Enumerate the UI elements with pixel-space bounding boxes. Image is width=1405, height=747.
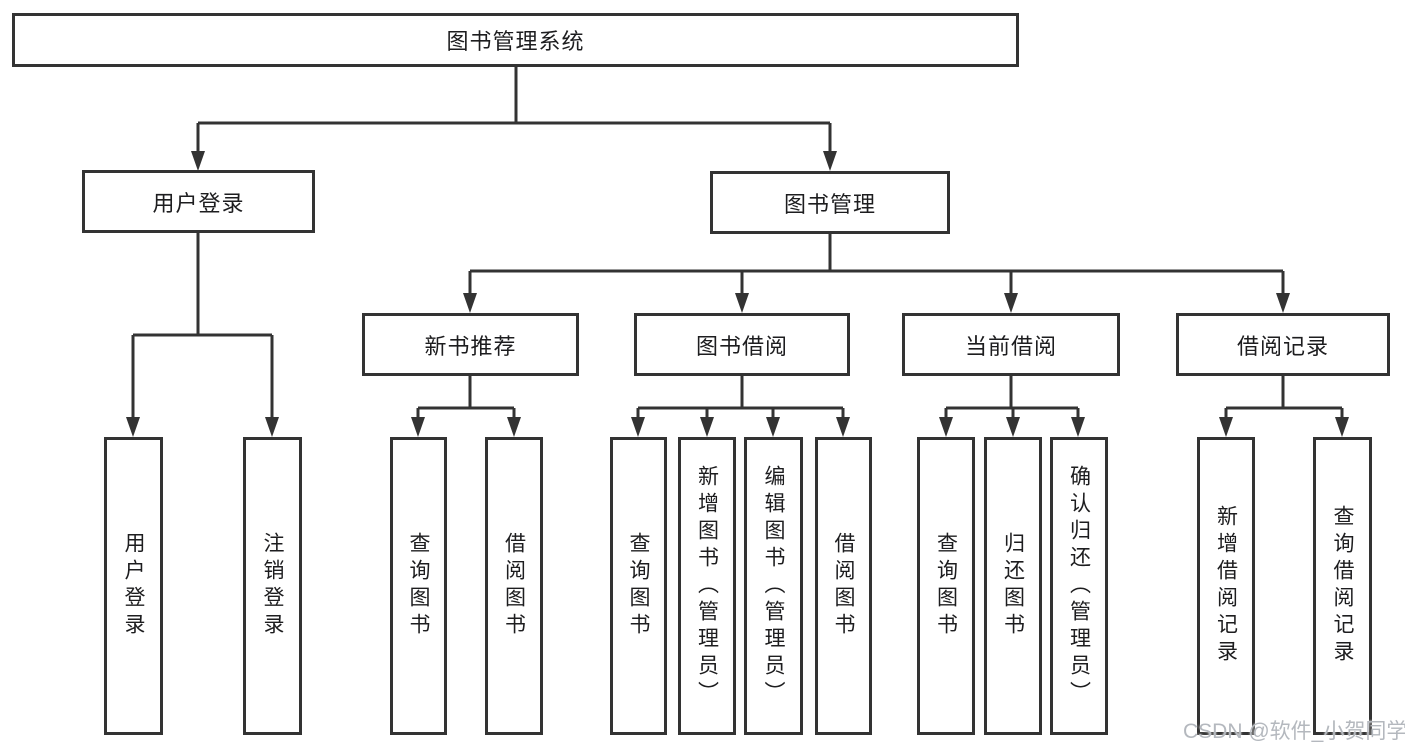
node-label: 借阅记录 xyxy=(1236,333,1329,359)
leaf-borrow-edit-books: 编辑图书（管理员） xyxy=(744,437,803,735)
node-label: 用户登录 xyxy=(152,190,245,216)
leaf-label: 新增借阅记录 xyxy=(1214,505,1238,667)
leaf-label: 用户登录 xyxy=(122,532,145,640)
leaf-label: 查询图书 xyxy=(934,532,958,640)
leaf-label: 借阅图书 xyxy=(832,532,855,640)
leaf-label: 借阅图书 xyxy=(502,532,526,640)
leaf-borrow-query-books: 查询图书 xyxy=(610,437,667,735)
leaf-label: 新增图书（管理员） xyxy=(695,464,719,708)
arrowhead-icons xyxy=(126,151,1349,437)
leaf-record-add-record: 新增借阅记录 xyxy=(1197,437,1255,735)
csdn-watermark: CSDN @软件_小贺同学 xyxy=(1183,720,1405,743)
leaf-current-confirm-return: 确认归还（管理员） xyxy=(1050,437,1108,735)
node-library-management-system: 图书管理系统 xyxy=(12,13,1019,67)
leaf-record-query-record: 查询借阅记录 xyxy=(1313,437,1372,735)
node-user-login: 用户登录 xyxy=(82,170,315,233)
node-label: 图书管理系统 xyxy=(446,29,585,54)
leaf-recommend-borrow-books: 借阅图书 xyxy=(485,437,543,735)
node-label: 新书推荐 xyxy=(424,333,517,359)
leaf-borrow-add-books: 新增图书（管理员） xyxy=(678,437,736,735)
leaf-current-return-books: 归还图书 xyxy=(984,437,1042,735)
leaf-label: 查询图书 xyxy=(627,532,650,640)
leaf-label: 注销登录 xyxy=(261,532,284,640)
node-current-borrow: 当前借阅 xyxy=(902,313,1120,376)
leaf-user-login: 用户登录 xyxy=(104,437,163,735)
leaf-label: 确认归还（管理员） xyxy=(1067,464,1091,708)
leaf-borrow-borrow-books: 借阅图书 xyxy=(815,437,872,735)
node-book-borrow: 图书借阅 xyxy=(634,313,850,376)
node-label: 图书借阅 xyxy=(695,333,788,359)
leaf-label: 查询图书 xyxy=(407,532,430,640)
node-borrow-record: 借阅记录 xyxy=(1176,313,1390,376)
leaf-current-query-books: 查询图书 xyxy=(917,437,975,735)
leaf-label: 归还图书 xyxy=(1001,532,1025,640)
leaf-recommend-query-books: 查询图书 xyxy=(390,437,447,735)
node-label: 图书管理 xyxy=(783,191,876,217)
node-new-book-recommend: 新书推荐 xyxy=(362,313,579,376)
node-label: 当前借阅 xyxy=(964,333,1057,359)
node-book-management: 图书管理 xyxy=(710,171,950,234)
leaf-label: 查询借阅记录 xyxy=(1331,505,1354,667)
leaf-label: 编辑图书（管理员） xyxy=(762,464,785,708)
leaf-logout: 注销登录 xyxy=(243,437,302,735)
